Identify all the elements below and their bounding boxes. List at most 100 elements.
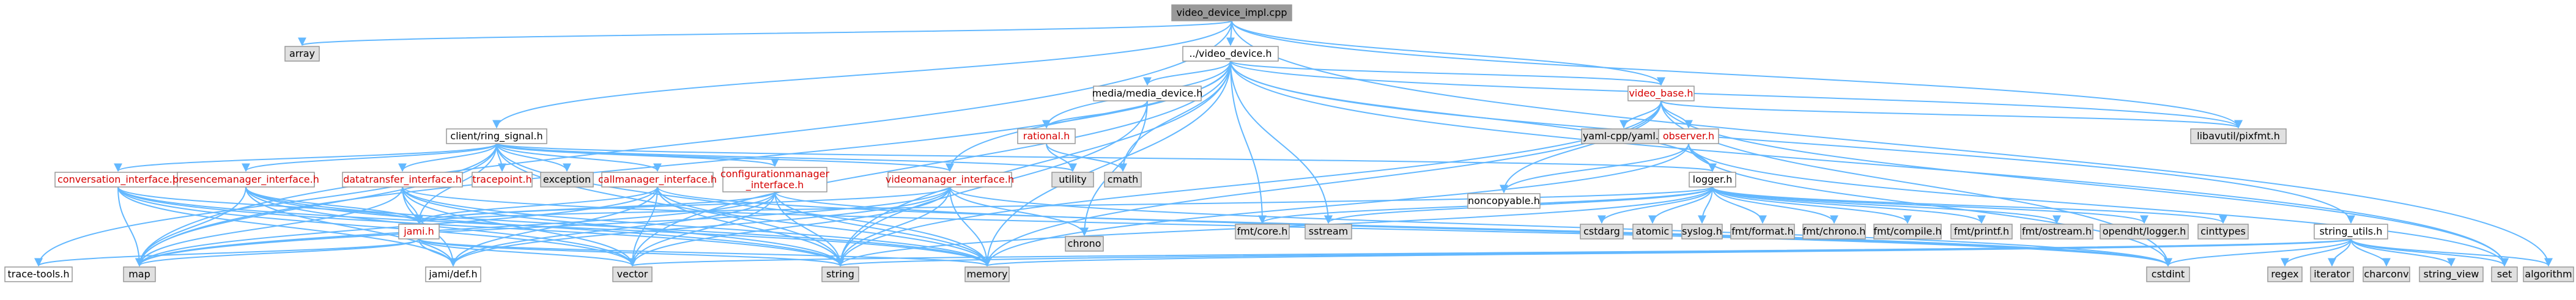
edge-video-device-to-string-utils: [1230, 60, 2355, 224]
edge-root-to-video-base: [1231, 20, 1665, 86]
node-conversation-interface[interactable]: conversation_interface.h: [54, 172, 182, 188]
edge-root-to-map: [135, 20, 1232, 267]
edge-videomanager-interface-to-chrono: [949, 186, 1089, 236]
edge-presencemanager-interface-to-map: [135, 186, 246, 267]
edge-configurationmanager-to-jami-def: [449, 191, 775, 267]
node-label: logger.h: [1693, 174, 1733, 185]
node-datatransfer-interface[interactable]: datatransfer_interface.h: [342, 172, 463, 188]
node-box: [2146, 266, 2190, 282]
node-label: jami/def.h: [428, 268, 477, 280]
node-jami-def[interactable]: jami/def.h: [425, 266, 481, 282]
edge-logger-to-fmt-format: [1712, 186, 1767, 224]
edge-observer-to-noncopyable: [1500, 143, 1689, 194]
node-box: [446, 128, 547, 144]
node-root: video_device_impl.cpp: [1171, 4, 1292, 21]
node-fmt-printf: fmt/printf.h: [1950, 224, 2013, 240]
node-label: _interface.h: [746, 179, 804, 191]
node-box: [2363, 266, 2410, 282]
node-videomanager-interface[interactable]: videomanager_interface.h: [886, 172, 1014, 188]
node-box: [1632, 224, 1673, 240]
node-yaml: yaml-cpp/yaml.h: [1581, 128, 1667, 144]
edge-videomanager-interface-to-jami: [415, 186, 950, 224]
edge-logger-to-fmt-compile: [1712, 186, 1912, 224]
edge-jami-to-vector: [418, 238, 637, 267]
edge-logger-to-fmt-ostream: [1712, 186, 2061, 224]
node-box: [2314, 224, 2388, 240]
node-box: [2190, 128, 2287, 144]
node-media-device[interactable]: media/media_device.h: [1092, 86, 1203, 101]
edge-video-device-to-string: [836, 60, 1231, 267]
edge-string-utils-to-algorithm: [2350, 238, 2553, 267]
node-label: exception: [543, 174, 591, 185]
node-label: fmt/chrono.h: [1803, 225, 1866, 237]
node-video-device[interactable]: ../video_device.h: [1182, 46, 1279, 62]
edge-videomanager-interface-to-string: [836, 186, 950, 267]
node-observer[interactable]: observer.h: [1658, 128, 1719, 144]
node-configurationmanager-interface[interactable]: configurationmanager_interface.h: [720, 167, 829, 192]
node-box: [1017, 128, 1076, 144]
edge-jami-to-memory: [418, 238, 991, 267]
node-jami[interactable]: jami.h: [398, 224, 440, 240]
edge-root-to-array: [298, 20, 1232, 46]
node-cstdarg: cstdarg: [1580, 224, 1624, 240]
node-label: fmt/printf.h: [1954, 225, 2009, 237]
edge-conversation-interface-to-string: [117, 186, 845, 267]
edge-video-device-to-set: [1230, 60, 2509, 267]
edge-logger-to-fmt-chrono: [1712, 186, 1838, 224]
edge-video-device-to-media-device: [1143, 60, 1231, 86]
node-box: [1581, 128, 1667, 144]
edge-client-ring-signal-to-presencemanager-interface: [242, 143, 497, 172]
node-box: [2523, 266, 2574, 282]
node-trace-tools[interactable]: trace-tools.h: [4, 266, 73, 282]
node-memory: memory: [964, 266, 1010, 282]
node-box: [887, 172, 1012, 188]
node-string-utils[interactable]: string_utils.h: [2314, 224, 2388, 240]
node-client-ring-signal[interactable]: client/ring_signal.h: [446, 128, 547, 144]
node-label: datatransfer_interface.h: [343, 174, 462, 186]
edge-client-ring-signal-to-map: [135, 143, 497, 267]
node-callmanager-interface[interactable]: callmanager_interface.h: [598, 172, 717, 188]
node-box: [964, 266, 1010, 282]
node-box: [1658, 128, 1719, 144]
node-string: string: [821, 266, 859, 282]
node-label: observer.h: [1663, 130, 1714, 142]
node-regex: regex: [2267, 266, 2303, 282]
node-box: [1182, 46, 1279, 62]
node-box: [612, 266, 653, 282]
node-exception: exception: [540, 172, 594, 188]
edge-video-base-to-noncopyable: [1500, 100, 1662, 194]
node-map: map: [123, 266, 156, 282]
node-box: [2491, 266, 2518, 282]
node-noncopyable[interactable]: noncopyable.h: [1467, 193, 1541, 209]
node-opendht-logger: opendht/logger.h: [2100, 224, 2189, 240]
node-box: [4, 266, 73, 282]
node-label: vector: [617, 268, 648, 280]
edge-observer-to-memory: [983, 143, 1689, 267]
node-box: [284, 46, 320, 62]
node-presencemanager-interface[interactable]: presencemanager_interface.h: [172, 172, 319, 188]
node-box: [2020, 224, 2093, 240]
node-cinttypes: cinttypes: [2197, 224, 2249, 240]
node-label: iterator: [2314, 268, 2350, 280]
node-label: fmt/ostream.h: [2022, 225, 2092, 237]
node-label: array: [289, 48, 315, 59]
edge-video-device-to-fmt-core: [1230, 60, 1267, 224]
node-label: jami.h: [403, 225, 434, 237]
node-box: [1235, 224, 1290, 240]
node-logger[interactable]: logger.h: [1689, 172, 1736, 188]
edge-video-base-to-libavutil: [1660, 100, 2243, 129]
edge-videomanager-interface-to-map: [135, 186, 950, 267]
node-label: presencemanager_interface.h: [172, 174, 319, 186]
edge-logger-to-atomic: [1648, 186, 1713, 224]
edge-video-device-to-cmath: [1119, 60, 1231, 172]
edge-string-utils-to-regex: [2281, 238, 2352, 267]
node-label: trace-tools.h: [8, 268, 70, 280]
node-iterator: iterator: [2310, 266, 2354, 282]
node-video-base[interactable]: video_base.h: [1627, 86, 1695, 101]
node-rational[interactable]: rational.h: [1017, 128, 1076, 144]
node-box: [398, 224, 440, 240]
edge-logger-to-cstdarg: [1597, 186, 1713, 224]
node-tracepoint[interactable]: tracepoint.h: [472, 172, 533, 188]
